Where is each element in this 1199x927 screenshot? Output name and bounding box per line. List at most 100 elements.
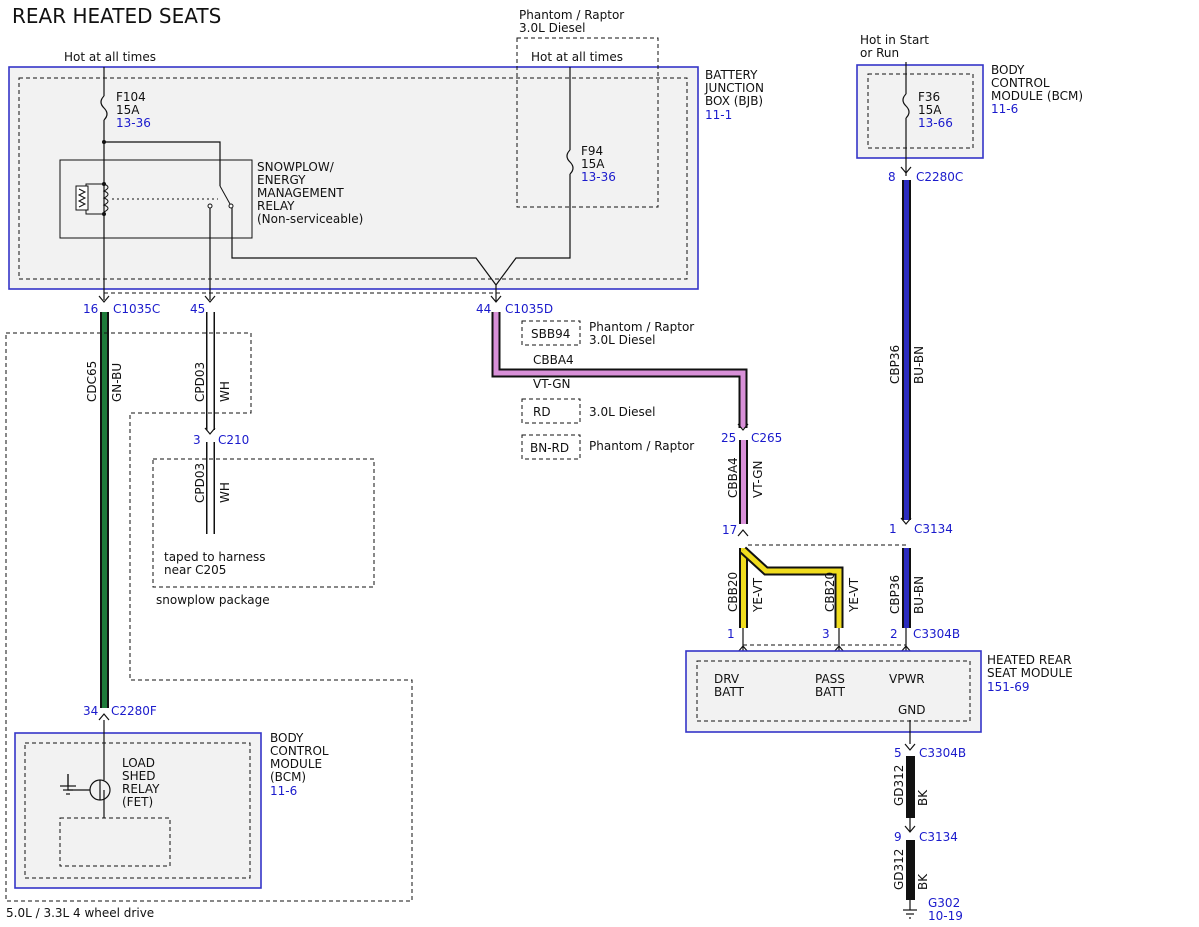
bjb-ref: 11-1 xyxy=(705,108,732,122)
bcm-top-inner-box xyxy=(867,73,974,149)
bcm-top-box xyxy=(856,64,984,159)
connector-c3304b-5: C3304B xyxy=(919,746,966,760)
lsr-label-4: (FET) xyxy=(122,795,153,809)
bcm-bottom-name-1: BODY xyxy=(270,731,304,745)
connector-c2280c: C2280C xyxy=(916,170,963,184)
relay-output-wire xyxy=(231,208,497,286)
wire-cdc65-circuit: CDC65 xyxy=(85,361,99,402)
variant-bnrd-box xyxy=(521,434,581,460)
f94-fuse-symbol xyxy=(566,149,574,175)
wire-cbb20-pass xyxy=(739,546,844,628)
wire-cpd03-bottom-circuit: CPD03 xyxy=(193,463,207,503)
hrsm-ref: 151-69 xyxy=(987,680,1030,694)
wire-cbba4-route xyxy=(491,312,748,428)
wire-cpd03-bottom-color: WH xyxy=(218,482,232,503)
pin-8: 8 xyxy=(888,170,896,184)
connector-c1035d: C1035D xyxy=(505,302,553,316)
variant-sbb94-box xyxy=(521,320,581,346)
wire-gd312-b-color: BK xyxy=(916,873,930,890)
lsr-label-1: LOAD xyxy=(122,756,155,770)
wire-cpd03-top-circuit: CPD03 xyxy=(193,362,207,402)
relay-coil-icon xyxy=(75,182,109,216)
wire-cbp36-bottom xyxy=(902,548,911,628)
variant-rd-desc: 3.0L Diesel xyxy=(589,405,656,419)
wire-cpd03-bottom xyxy=(206,442,215,534)
f36-rating: 15A xyxy=(918,103,942,117)
wire-cpd03-top-color: WH xyxy=(218,381,232,402)
snowplow-package-label: snowplow package xyxy=(156,593,270,607)
f104-rating: 15A xyxy=(116,103,140,117)
f94-load-wire xyxy=(495,174,571,286)
hrsm-drv-1: DRV xyxy=(714,672,740,686)
relay-switch-feed xyxy=(104,141,221,186)
snowplow-taped-2: near C205 xyxy=(164,563,226,577)
connector-c1035c: C1035C xyxy=(113,302,160,316)
lsr-label-2: SHED xyxy=(122,769,155,783)
pin-17: 17 xyxy=(722,523,737,537)
wire-cbb20-drv xyxy=(739,548,748,628)
bcm-bottom-name-4: (BCM) xyxy=(270,770,306,784)
pin-9: 9 xyxy=(894,830,902,844)
hrsm-name-2: SEAT MODULE xyxy=(987,666,1073,680)
c265-25-arrow xyxy=(737,423,749,431)
hrsm-pass-2: BATT xyxy=(815,685,846,699)
pin-3-c3304b: 3 xyxy=(822,627,830,641)
connector-c265: C265 xyxy=(751,431,782,445)
c210-3-arrow xyxy=(204,427,216,435)
pin-1-c3304b: 1 xyxy=(727,627,735,641)
wire-cbp36-top-color: BU-BN xyxy=(912,346,926,384)
load-shed-fet-icon xyxy=(60,720,111,818)
f36-ref: 13-66 xyxy=(918,116,953,130)
hrsm-drv-2: BATT xyxy=(714,685,745,699)
wire-cbb20-pass-color: YE-VT xyxy=(847,577,861,613)
wire-cbp36-top-circuit: CBP36 xyxy=(888,345,902,384)
four-wheel-drive-region xyxy=(5,332,413,902)
wire-gd312-b xyxy=(906,840,915,900)
snowplow-taped-1: taped to harness xyxy=(164,550,266,564)
wire-cdc65 xyxy=(100,312,109,708)
bcm-bottom-ref: 11-6 xyxy=(270,784,297,798)
c1035c-45-arrow xyxy=(204,295,216,303)
f94-ref: 13-36 xyxy=(581,170,616,184)
wire-cbba4-v-circuit: CBBA4 xyxy=(726,457,740,498)
c3304b-5-arrow xyxy=(904,743,916,751)
wire-gd312-a-circuit: GD312 xyxy=(892,765,906,806)
variant-rd-code: RD xyxy=(533,405,551,419)
f36-fuse-symbol xyxy=(902,93,910,119)
bcm-top-name-3: MODULE (BCM) xyxy=(991,89,1083,103)
phantom-hot-label: Hot at all times xyxy=(531,50,623,64)
wire-gd312-a xyxy=(906,756,915,818)
c2280f-34-arrow xyxy=(98,713,110,721)
bcm-internal-box xyxy=(59,817,171,867)
connector-c3134-9: C3134 xyxy=(919,830,958,844)
c1035d-44-arrow xyxy=(490,285,502,303)
phantom-label-2: 3.0L Diesel xyxy=(519,21,586,35)
variant-sbb94-desc-2: 3.0L Diesel xyxy=(589,333,656,347)
lsr-label-3: RELAY xyxy=(122,782,160,796)
relay-box xyxy=(59,159,253,239)
bjb-hot-label: Hot at all times xyxy=(64,50,156,64)
variant-rd-box xyxy=(521,398,581,424)
wire-cbp36-bottom-circuit: CBP36 xyxy=(888,575,902,614)
pin-45: 45 xyxy=(190,302,205,316)
variant-sbb94-desc-1: Phantom / Raptor xyxy=(589,320,694,334)
ground-name: G302 xyxy=(928,896,960,910)
connector-c3134: C3134 xyxy=(914,522,953,536)
bcm-bottom-name-2: CONTROL xyxy=(270,744,329,758)
pin-44: 44 xyxy=(476,302,491,316)
diagram-title: REAR HEATED SEATS xyxy=(12,4,221,28)
variant-bnrd-desc: Phantom / Raptor xyxy=(589,439,694,453)
relay-name-4: RELAY xyxy=(257,199,295,213)
variant-sbb94-code: SBB94 xyxy=(531,327,570,341)
bjb-name-1: BATTERY xyxy=(705,68,758,82)
hrsm-name-1: HEATED REAR xyxy=(987,653,1071,667)
connector-c2280f: C2280F xyxy=(111,704,157,718)
relay-name-2: ENERGY xyxy=(257,173,306,187)
drive-label: 5.0L / 3.3L 4 wheel drive xyxy=(6,906,154,920)
relay-switch-icon xyxy=(207,185,234,209)
wire-cpd03-top xyxy=(206,312,215,430)
relay-name-5: (Non-serviceable) xyxy=(257,212,363,226)
wire-cbba4-vertical xyxy=(739,440,748,524)
pin-1-c3134: 1 xyxy=(889,522,897,536)
